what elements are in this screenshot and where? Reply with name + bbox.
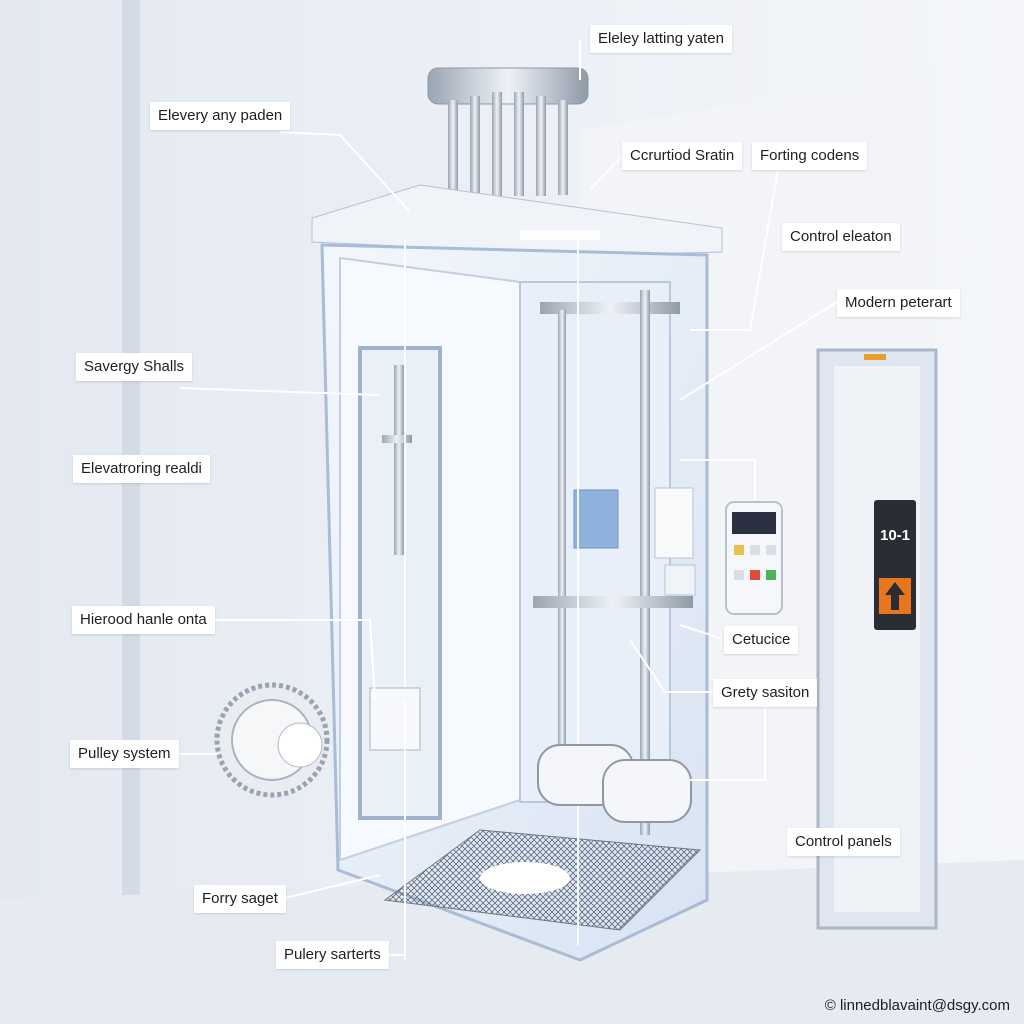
- floor-readout: 10-1: [880, 527, 910, 544]
- label-modern-peterart: Modern peterart: [837, 289, 960, 317]
- back-panel-screen: [573, 489, 619, 549]
- label-cerutiod-sratin: Ccrurtiod Sratin: [622, 142, 743, 170]
- label-control-elevation: Control eleaton: [782, 223, 900, 251]
- wall-column: [122, 0, 140, 1024]
- roof-slab: [311, 184, 723, 256]
- roof-mechanism: [427, 67, 589, 196]
- label-grety-sasiton: Grety sasiton: [713, 679, 818, 707]
- label-hierood-hanle: Hierood hanle onta: [72, 606, 215, 634]
- label-pulery-sarterts: Pulery sarterts: [276, 941, 389, 969]
- control-remote: [725, 501, 783, 615]
- left-rail: [558, 310, 566, 800]
- side-handle: [394, 365, 404, 555]
- label-elevery-any-paden: Elevery any paden: [150, 102, 291, 130]
- watermark: © linnedblavaint@dsgy.com: [824, 997, 1010, 1014]
- label-control-panels: Control panels: [787, 828, 900, 856]
- back-button-panel: [654, 487, 694, 559]
- cabin-motor-units: [537, 744, 692, 823]
- label-elevatroring: Elevatroring realdi: [73, 455, 210, 483]
- pulley-gear: [214, 682, 330, 798]
- floor-light: [480, 862, 570, 894]
- up-arrow-icon: [885, 582, 905, 610]
- callout-lines: [178, 40, 841, 956]
- elevator-cabin: [320, 230, 709, 962]
- label-cetucice: Cetucice: [724, 626, 799, 654]
- label-forting-codens: Forting codens: [752, 142, 868, 170]
- label-forry-saget: Forry saget: [194, 885, 286, 913]
- side-switch-plate: [369, 687, 421, 751]
- label-elevator-lifting-system: Eleley latting yaten: [590, 25, 732, 53]
- label-savergy-shalls: Savergy Shalls: [76, 353, 193, 381]
- label-pulley-system: Pulley system: [70, 740, 179, 768]
- ceiling-light: [520, 230, 600, 240]
- hand-rail: [533, 596, 693, 608]
- right-rail: [640, 290, 650, 835]
